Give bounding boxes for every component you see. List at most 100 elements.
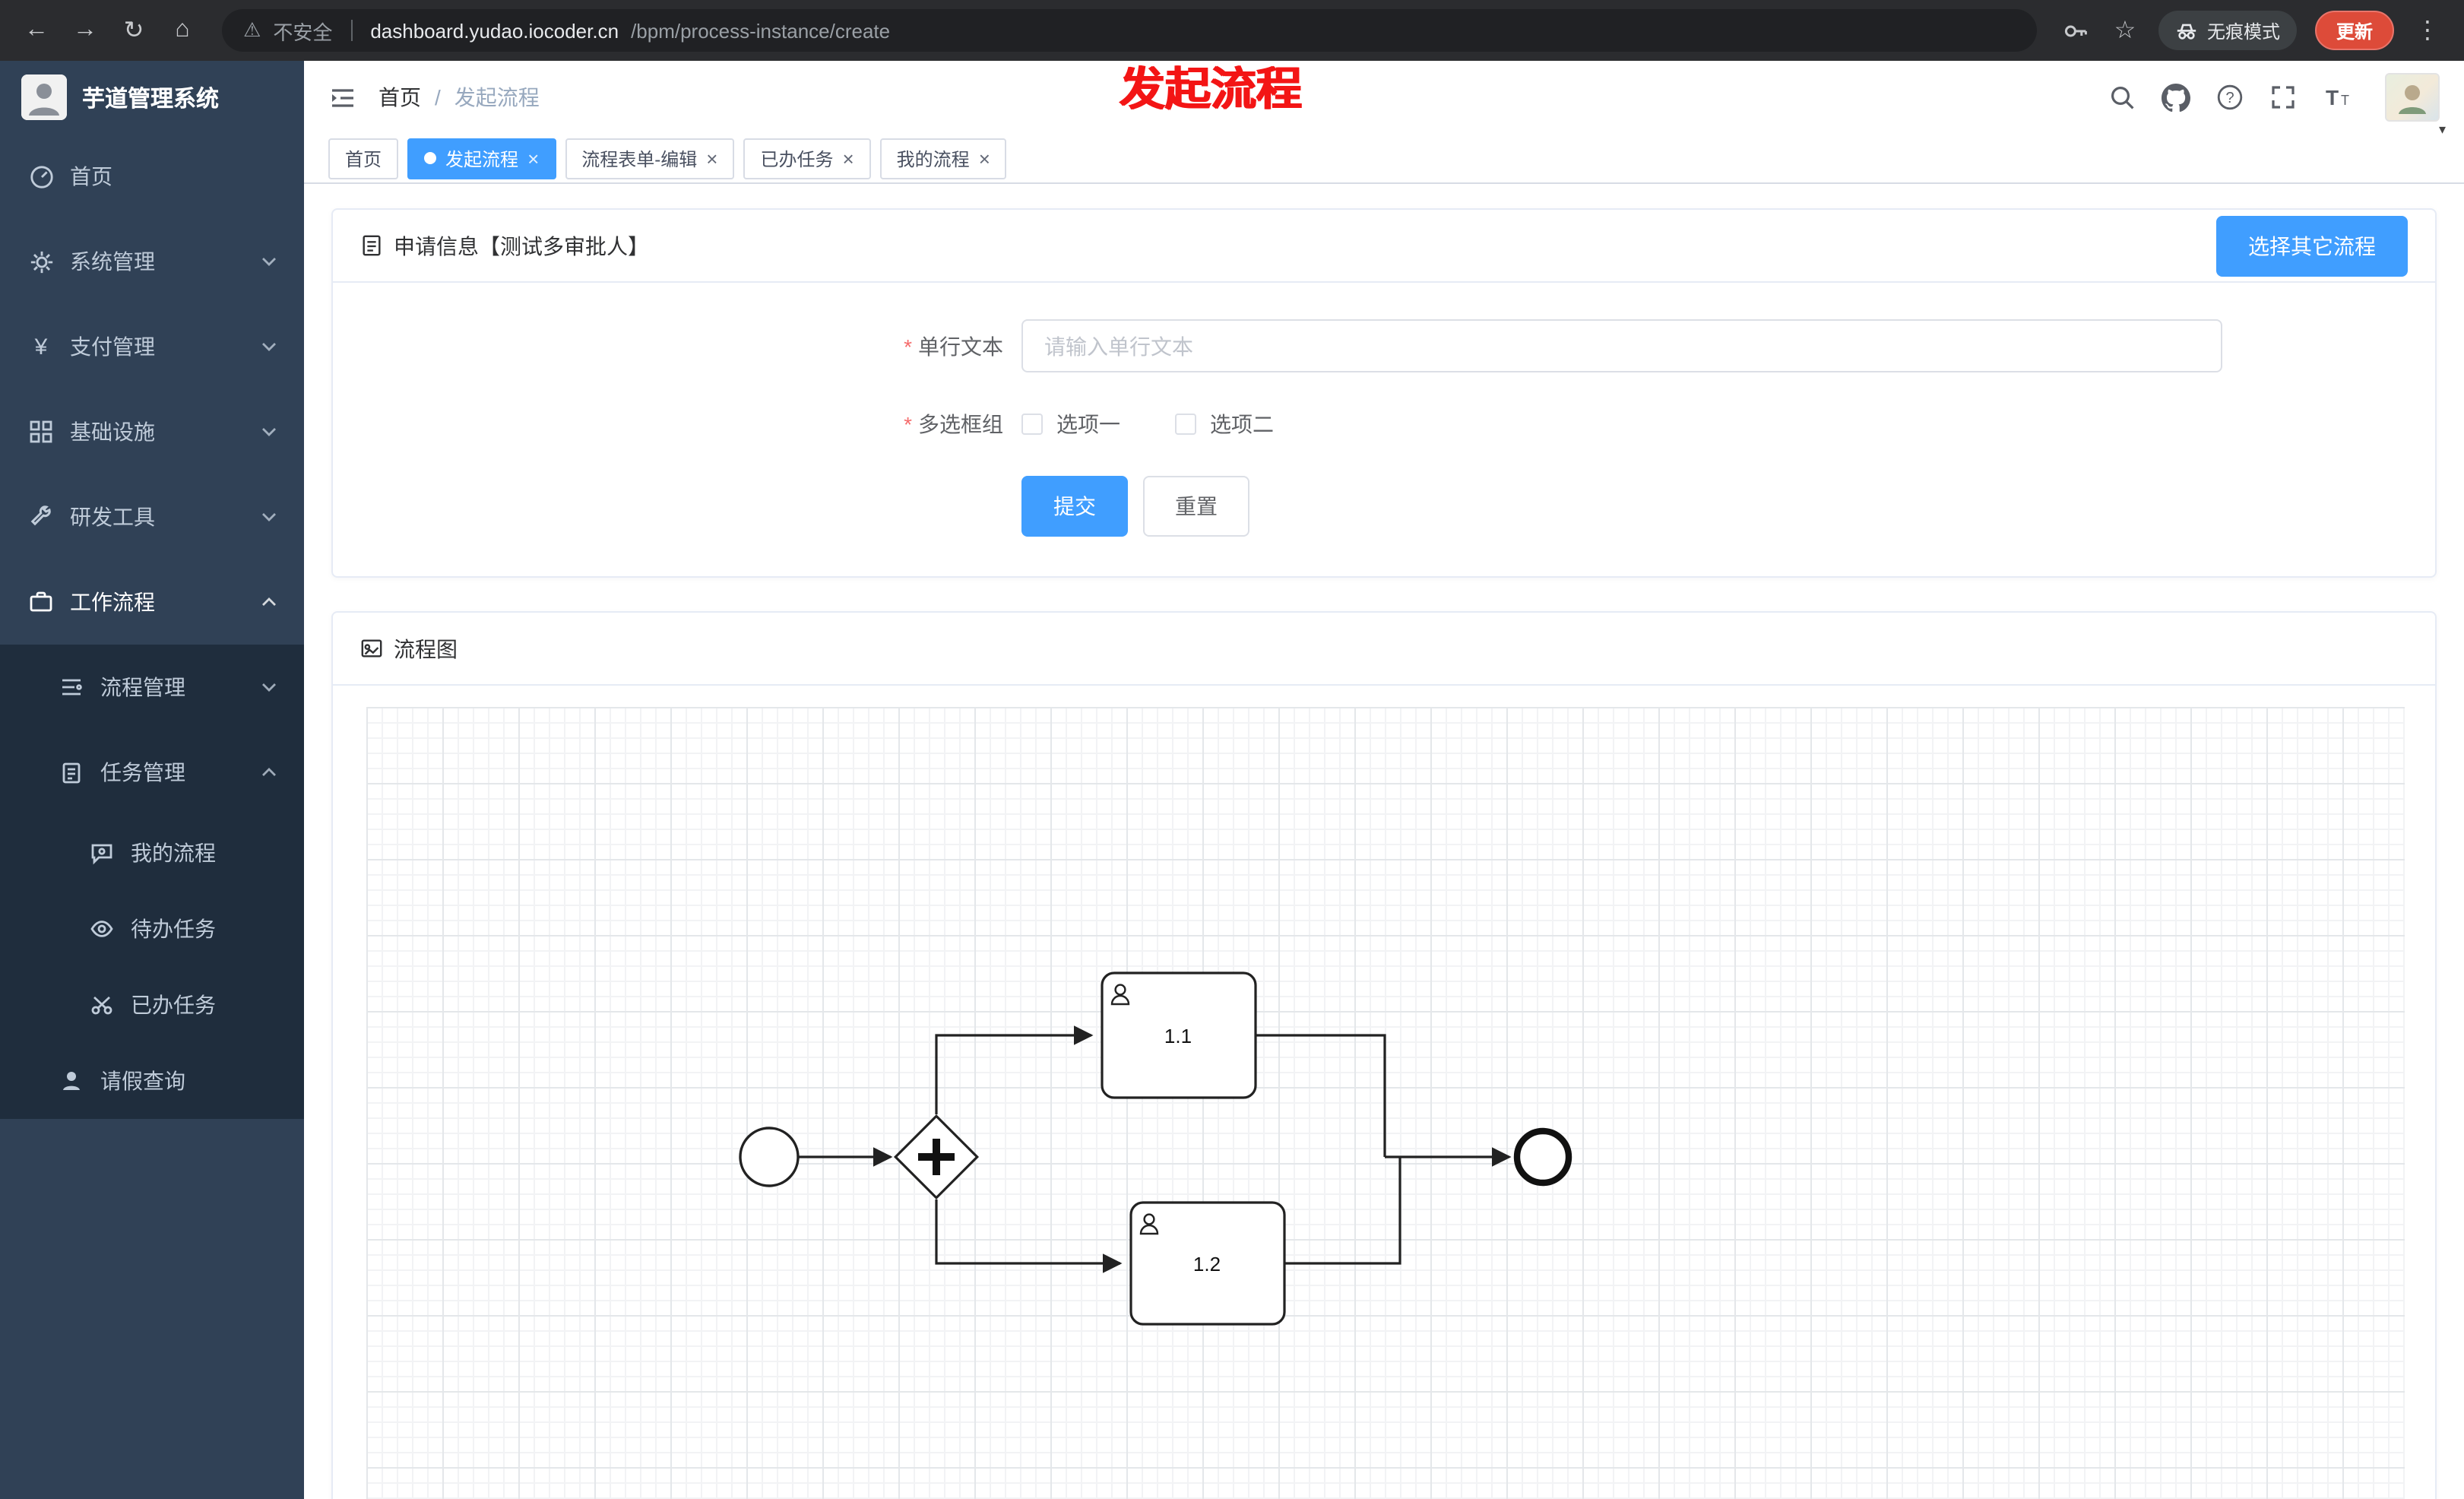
end-event[interactable] (1513, 1127, 1572, 1187)
grid-icon (27, 418, 55, 445)
chevron-down-icon (261, 512, 277, 521)
tabs-bar: 首页 发起流程 × 流程表单-编辑 × 已办任务 × 我的流程 × (304, 134, 2464, 184)
user-task-1-2[interactable]: 1.2 (1129, 1201, 1286, 1326)
sidebar-item-system-management[interactable]: 系统管理 (0, 219, 304, 304)
tab-process-form-edit[interactable]: 流程表单-编辑 × (565, 138, 735, 179)
active-tab-dot (424, 152, 437, 164)
help-icon[interactable]: ? (2216, 84, 2244, 111)
chevron-down-icon (261, 257, 277, 266)
sidebar-item-label: 研发工具 (70, 505, 155, 529)
sidebar-item-dev-tools[interactable]: 研发工具 (0, 474, 304, 559)
sidebar-item-label: 待办任务 (131, 917, 216, 941)
chat-icon (88, 839, 116, 867)
close-tab-icon[interactable]: × (978, 147, 990, 170)
sidebar: 芋道管理系统 首页 系统管理 ¥ 支付管理 (0, 61, 304, 1499)
eye-icon (88, 915, 116, 943)
flow-gateway-to-task2 (935, 1200, 1123, 1273)
task-label: 1.2 (1193, 1253, 1221, 1276)
github-icon[interactable] (2162, 83, 2190, 112)
start-event[interactable] (739, 1127, 800, 1187)
caret-down-icon: ▾ (2438, 122, 2446, 137)
parallel-gateway[interactable] (893, 1114, 980, 1200)
user-avatar[interactable]: ▾ (2385, 73, 2446, 137)
tools-icon (27, 503, 55, 531)
breadcrumb-home[interactable]: 首页 (378, 85, 421, 109)
reset-button[interactable]: 重置 (1143, 476, 1249, 537)
search-icon[interactable] (2108, 84, 2136, 111)
diagram-card-title: 流程图 (394, 636, 458, 661)
content-area: 申请信息【测试多审批人】 选择其它流程 *单行文本 *多选框组 选项一 (304, 184, 2464, 1499)
update-browser-button[interactable]: 更新 (2314, 11, 2394, 50)
security-label: 不安全 (273, 21, 333, 43)
diagram-icon (360, 637, 383, 660)
incognito-badge: 无痕模式 (2158, 11, 2297, 50)
done-icon (88, 991, 116, 1019)
sidebar-item-pending-tasks[interactable]: 待办任务 (0, 891, 304, 967)
tab-start-process[interactable]: 发起流程 × (407, 138, 556, 179)
dashboard-icon (27, 163, 55, 190)
workflow-submenu: 流程管理 任务管理 (0, 645, 304, 1119)
sidebar-item-my-processes[interactable]: 我的流程 (0, 815, 304, 891)
process-list-icon (58, 673, 85, 701)
sidebar-item-done-tasks[interactable]: 已办任务 (0, 967, 304, 1043)
home-icon[interactable]: ⌂ (175, 17, 190, 43)
submit-button[interactable]: 提交 (1021, 476, 1128, 537)
sidebar-item-leave-query[interactable]: 请假查询 (0, 1043, 304, 1119)
bpmn-canvas[interactable]: 1.1 1.2 (366, 707, 2405, 1499)
tab-label: 首页 (345, 148, 382, 170)
incognito-label: 无痕模式 (2206, 21, 2280, 42)
chevron-up-icon (261, 597, 277, 607)
select-other-process-button[interactable]: 选择其它流程 (2216, 215, 2408, 276)
svg-text:T: T (2341, 93, 2349, 108)
password-key-icon[interactable] (2055, 9, 2098, 52)
back-icon[interactable]: ← (24, 17, 49, 43)
checkbox-option-two[interactable]: 选项二 (1175, 409, 1274, 439)
bookmark-star-icon[interactable]: ☆ (2114, 18, 2136, 44)
tab-home[interactable]: 首页 (328, 138, 399, 179)
close-tab-icon[interactable]: × (706, 147, 718, 170)
reload-icon[interactable]: ↻ (123, 18, 144, 44)
sidebar-item-task-management[interactable]: 任务管理 (0, 730, 304, 815)
required-mark: * (904, 334, 912, 358)
tab-label: 已办任务 (760, 148, 834, 170)
sidebar-item-infrastructure[interactable]: 基础设施 (0, 389, 304, 474)
incognito-icon (2175, 19, 2198, 42)
checkbox-box[interactable] (1175, 414, 1196, 435)
sidebar-item-label: 支付管理 (70, 334, 155, 359)
checkbox-option-one[interactable]: 选项一 (1021, 409, 1120, 439)
checkbox-box[interactable] (1021, 414, 1043, 435)
sidebar-item-process-management[interactable]: 流程管理 (0, 645, 304, 730)
breadcrumb: 首页 / 发起流程 (378, 82, 540, 113)
url-host: dashboard.yudao.iocoder.cn (370, 19, 619, 42)
checkbox-label: 选项二 (1210, 412, 1274, 436)
tab-my-processes[interactable]: 我的流程 × (879, 138, 1007, 179)
annotation-title: 发起流程 (1119, 65, 1301, 116)
collapse-sidebar-icon[interactable] (328, 83, 357, 112)
task-icon (58, 759, 85, 786)
sidebar-item-home[interactable]: 首页 (0, 134, 304, 219)
sidebar-item-payment-management[interactable]: ¥ 支付管理 (0, 304, 304, 389)
tab-label: 流程表单-编辑 (581, 148, 698, 170)
flow-task2-to-join (1284, 1157, 1401, 1265)
form-card-title: 申请信息【测试多审批人】 (394, 233, 649, 258)
single-line-text-label: *单行文本 (904, 334, 1003, 358)
single-line-text-input[interactable] (1021, 319, 2222, 372)
chevron-down-icon (261, 342, 277, 351)
sidebar-item-label: 基础设施 (70, 420, 155, 444)
close-tab-icon[interactable]: × (527, 147, 540, 170)
address-bar[interactable]: ⚠ 不安全 dashboard.yudao.iocoder.cn/bpm/pro… (222, 9, 2037, 52)
tab-done-tasks[interactable]: 已办任务 × (743, 138, 871, 179)
forward-icon[interactable]: → (73, 17, 97, 43)
chevron-down-icon (261, 683, 277, 692)
fullscreen-icon[interactable] (2269, 84, 2297, 111)
app-logo[interactable]: 芋道管理系统 (0, 61, 304, 134)
main-area: 首页 / 发起流程 ? (304, 61, 2464, 1499)
close-tab-icon[interactable]: × (842, 147, 854, 170)
sidebar-item-workflow[interactable]: 工作流程 (0, 559, 304, 645)
page-header: 首页 / 发起流程 ? (304, 61, 2464, 137)
browser-menu-icon[interactable]: ⋮ (2415, 18, 2440, 44)
breadcrumb-current: 发起流程 (454, 85, 540, 109)
process-form: *单行文本 *多选框组 选项一 选项二 (333, 283, 2435, 576)
user-task-1-1[interactable]: 1.1 (1101, 971, 1257, 1099)
